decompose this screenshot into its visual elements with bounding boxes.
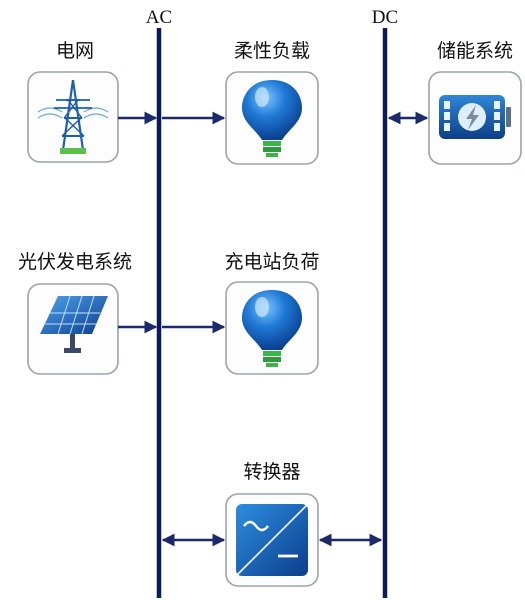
light-bulb-icon <box>225 281 319 375</box>
pv-label: 光伏发电系统 <box>18 251 132 273</box>
flexible-load-label: 柔性负载 <box>234 40 310 62</box>
light-bulb-icon <box>225 71 319 165</box>
solar-panel-icon <box>27 283 119 375</box>
grid-label: 电网 <box>56 40 94 62</box>
battery-icon <box>428 71 522 165</box>
ac-dc-converter-icon <box>225 493 319 587</box>
ac-bus-label: AC <box>146 7 172 28</box>
dc-bus-label: DC <box>372 7 398 28</box>
converter-label: 转换器 <box>243 461 300 483</box>
charging-load-label: 充电站负荷 <box>224 251 319 273</box>
storage-label: 储能系统 <box>437 40 513 62</box>
power-tower-icon <box>27 71 119 163</box>
